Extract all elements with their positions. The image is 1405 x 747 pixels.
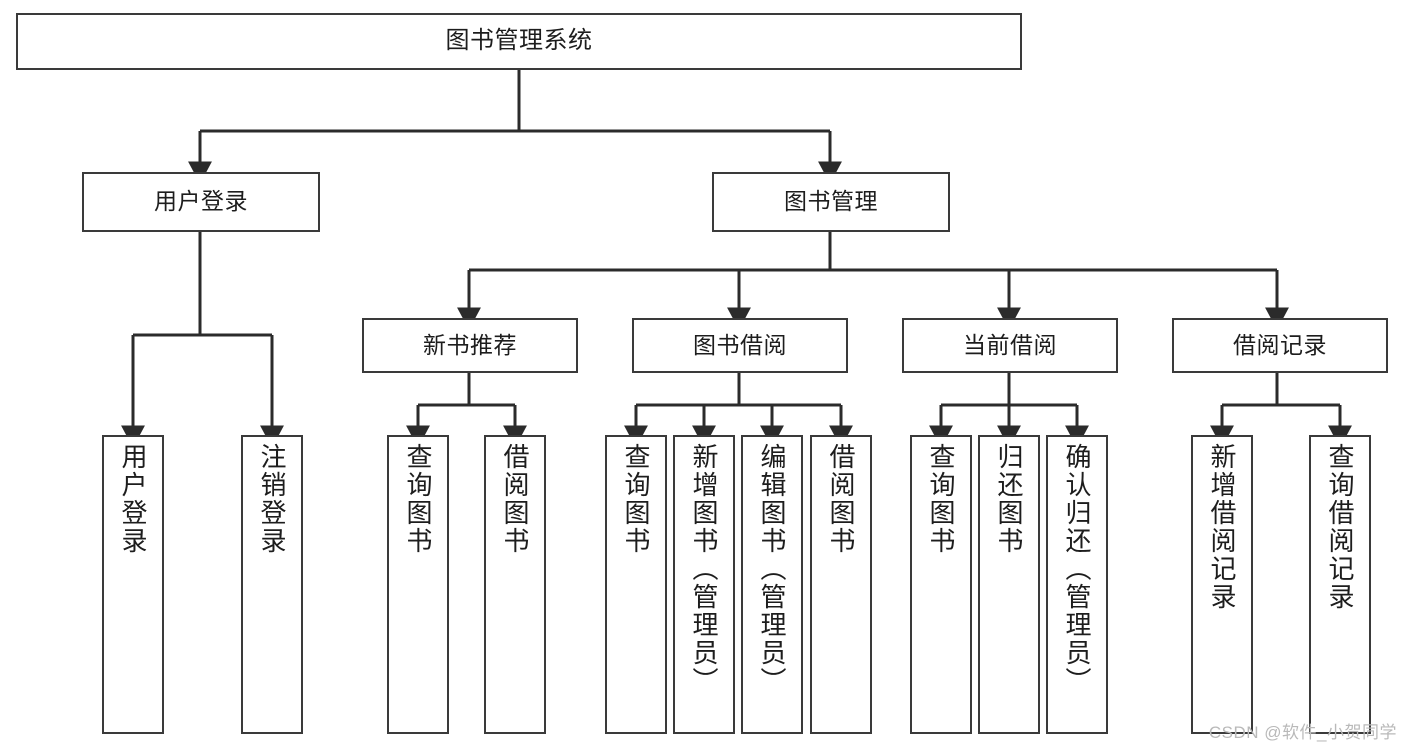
node-label: 借阅图书 [826,443,856,555]
leaf-confirm-return-admin[interactable]: 确认归还（管理员） [1046,435,1108,734]
leaf-return-book[interactable]: 归还图书 [978,435,1040,734]
node-root-book-management-system[interactable]: 图书管理系统 [16,13,1022,70]
node-label: 归还图书 [994,443,1024,555]
leaf-query-book-new[interactable]: 查询图书 [387,435,449,734]
node-label: 借阅记录 [1233,331,1327,358]
node-label: 编辑图书（管理员） [757,443,787,695]
node-label: 图书管理系统 [445,27,593,55]
leaf-query-book-borrow[interactable]: 查询图书 [605,435,667,734]
node-borrowing-record[interactable]: 借阅记录 [1172,318,1388,373]
node-label: 当前借阅 [963,331,1057,358]
node-label: 用户登录 [154,188,248,215]
node-label: 注销登录 [257,443,287,555]
node-label: 借阅图书 [500,443,530,555]
node-user-login[interactable]: 用户登录 [82,172,320,232]
leaf-query-borrow-record[interactable]: 查询借阅记录 [1309,435,1371,734]
leaf-user-login[interactable]: 用户登录 [102,435,164,734]
node-new-book-recommendation[interactable]: 新书推荐 [362,318,578,373]
leaf-edit-book-admin[interactable]: 编辑图书（管理员） [741,435,803,734]
node-label: 新增图书（管理员） [689,443,719,695]
node-label: 查询图书 [926,443,956,555]
node-label: 用户登录 [118,443,148,555]
node-label: 新增借阅记录 [1207,443,1237,611]
leaf-query-book-current[interactable]: 查询图书 [910,435,972,734]
leaf-borrow-book[interactable]: 借阅图书 [810,435,872,734]
node-label: 查询图书 [403,443,433,555]
csdn-watermark: CSDN @软件_小贺同学 [1208,723,1397,742]
node-current-borrowing[interactable]: 当前借阅 [902,318,1118,373]
node-book-management[interactable]: 图书管理 [712,172,950,232]
node-label: 图书借阅 [693,331,787,358]
node-label: 查询图书 [621,443,651,555]
leaf-add-book-admin[interactable]: 新增图书（管理员） [673,435,735,734]
leaf-borrow-book-new[interactable]: 借阅图书 [484,435,546,734]
leaf-logout[interactable]: 注销登录 [241,435,303,734]
node-label: 新书推荐 [423,331,517,358]
node-book-borrowing[interactable]: 图书借阅 [632,318,848,373]
node-label: 图书管理 [784,188,878,215]
node-label: 确认归还（管理员） [1062,443,1092,695]
node-label: 查询借阅记录 [1325,443,1355,611]
leaf-add-borrow-record[interactable]: 新增借阅记录 [1191,435,1253,734]
